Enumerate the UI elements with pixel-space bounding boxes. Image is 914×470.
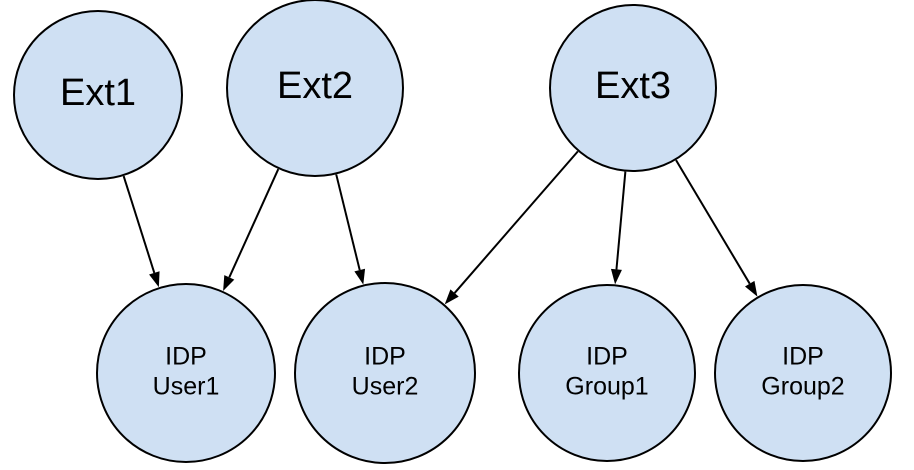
edge-ext2-to-user1 — [223, 168, 280, 292]
edges-layer — [122, 150, 758, 305]
edge-ext3-to-group1 — [610, 171, 627, 285]
edge-shaft — [675, 159, 751, 285]
edge-shaft — [615, 171, 627, 270]
node-ext1[interactable]: Ext1 — [13, 10, 183, 180]
edge-shaft — [122, 175, 156, 274]
node-shape-ext1[interactable] — [13, 10, 183, 180]
arrowhead-icon — [223, 275, 235, 292]
node-shape-user1[interactable] — [96, 283, 276, 463]
arrowhead-icon — [354, 268, 366, 285]
node-ext2[interactable]: Ext2 — [226, 0, 404, 177]
arrowhead-icon — [745, 280, 758, 297]
node-label-user2-line2: User2 — [352, 373, 419, 401]
edge-shaft — [335, 174, 361, 271]
arrowhead-icon — [610, 268, 622, 285]
node-label-user1-line2: User1 — [153, 373, 220, 401]
node-label-group2-line1: IDP — [782, 343, 824, 371]
node-ext3[interactable]: Ext3 — [549, 4, 717, 172]
edge-shaft — [228, 168, 280, 278]
edge-ext3-to-user2 — [444, 150, 579, 305]
edge-ext3-to-group2 — [675, 159, 758, 297]
node-shape-ext3[interactable] — [549, 4, 717, 172]
node-label-user1-line1: IDP — [165, 343, 207, 371]
node-label-user2-line1: IDP — [364, 343, 406, 371]
node-label-group1-line1: IDP — [586, 343, 628, 371]
arrowhead-icon — [444, 289, 459, 305]
arrowhead-icon — [149, 271, 160, 288]
node-shape-ext2[interactable] — [226, 0, 404, 177]
node-shape-user2[interactable] — [294, 282, 476, 464]
node-label-ext3: Ext3 — [595, 65, 671, 107]
node-label-ext2: Ext2 — [277, 65, 353, 107]
edge-ext2-to-user2 — [335, 174, 366, 285]
edge-shaft — [453, 150, 579, 294]
node-shape-group1[interactable] — [518, 284, 696, 462]
node-label-group1-line2: Group1 — [565, 373, 648, 401]
node-label-group2-line2: Group2 — [761, 373, 844, 401]
node-shape-group2[interactable] — [714, 284, 892, 462]
node-label-ext1: Ext1 — [60, 72, 136, 114]
edge-ext1-to-user1 — [122, 175, 160, 288]
